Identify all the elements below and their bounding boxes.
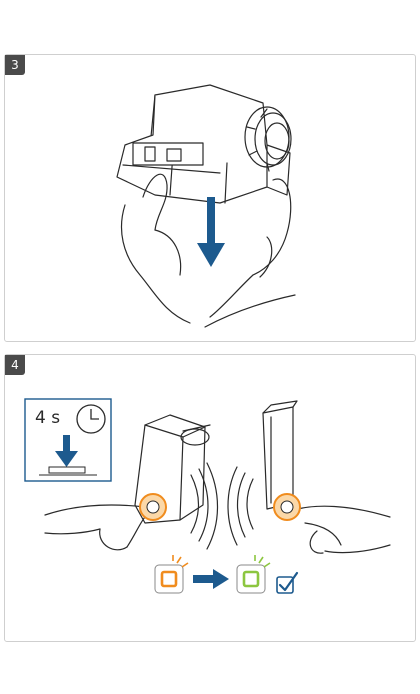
step-3-illustration — [116, 84, 296, 328]
led-orange-icon — [154, 555, 189, 594]
clock-icon — [76, 404, 106, 434]
step-3-number: 3 — [5, 55, 25, 75]
step-3-panel: 3 — [4, 54, 416, 342]
timer-box: 4 s — [24, 398, 112, 482]
step-4-illustration: 4 s — [24, 398, 391, 594]
step-4-panel: 4 4 s — [4, 354, 416, 642]
down-arrow-icon — [197, 197, 225, 267]
checkbox-checked-icon — [276, 571, 299, 594]
led-green-icon — [236, 555, 271, 594]
button-led-right — [273, 493, 301, 521]
step-4-number: 4 — [5, 355, 25, 375]
timer-label: 4 s — [35, 408, 60, 428]
right-arrow-icon — [193, 569, 229, 589]
button-led-left — [139, 493, 167, 521]
